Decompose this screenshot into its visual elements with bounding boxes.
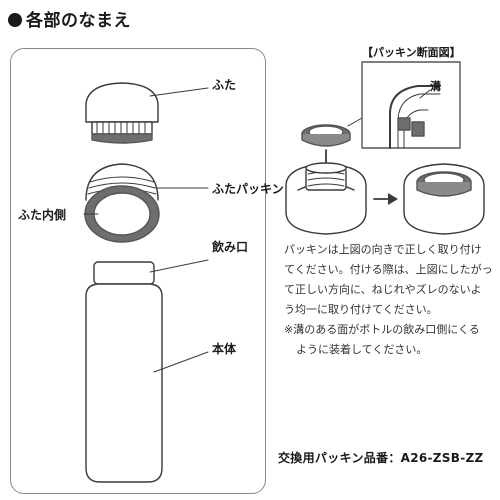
gasket-cross-section xyxy=(347,61,461,149)
label-lid-gasket: ふたパッキン xyxy=(212,182,284,196)
lid-illustration xyxy=(85,82,159,144)
bullet-icon xyxy=(8,13,22,27)
parts-panel xyxy=(10,48,266,494)
page-heading: 各部のなまえ xyxy=(8,6,131,31)
gasket-ring-illustration xyxy=(301,124,351,147)
instruction-note-1: ※溝のある面がボトルの飲み口側にくる xyxy=(284,323,480,336)
label-groove: 溝 xyxy=(430,80,441,93)
right-arrow-icon xyxy=(373,193,398,205)
instruction-note-2: ように装着してください。 xyxy=(296,343,428,356)
instruction-line-4: う均一に取り付けてください。 xyxy=(284,303,438,316)
instruction-line-3: て正しい方向に、ねじれやズレのないよ xyxy=(284,283,482,296)
instruction-line-1: パッキンは上図の向きで正しく取り付け xyxy=(284,243,482,256)
label-lid: ふた xyxy=(212,78,237,92)
label-mouth: 飲み口 xyxy=(212,240,249,254)
instruction-line-2: てください。付ける際は、上図にしたがっ xyxy=(284,263,493,276)
lid-inner-illustration xyxy=(84,163,160,243)
bottle-illustration xyxy=(85,261,163,483)
label-body: 本体 xyxy=(212,342,237,356)
lid-after-illustration xyxy=(403,163,485,235)
lid-before-illustration xyxy=(285,162,367,235)
label-lid-inner: ふた内側 xyxy=(18,208,67,222)
cross-section-title: 【パッキン断面図】 xyxy=(362,46,461,59)
replacement-part-number: 交換用パッキン品番：A26-ZSB-ZZ xyxy=(278,451,484,465)
leader-lines xyxy=(83,87,209,373)
